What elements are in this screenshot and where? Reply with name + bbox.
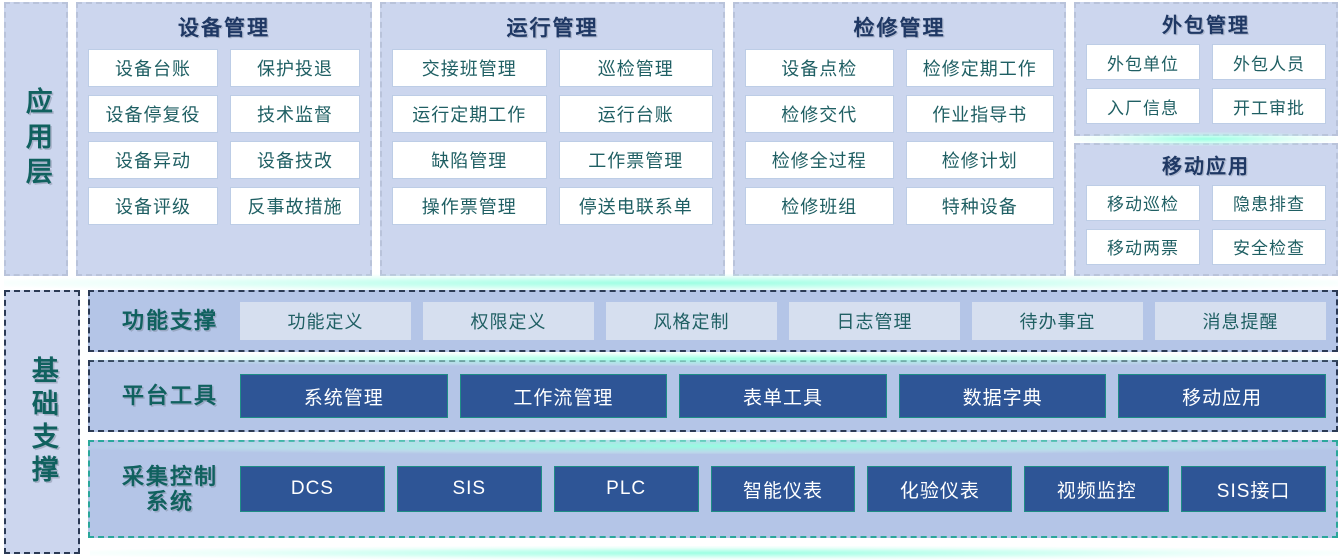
row-label-function-support: 功能支撑 [121, 308, 218, 334]
panel-outsourcing-management: 外包管理 外包单位 外包人员 入厂信息 开工审批 [1074, 2, 1338, 136]
tile-grid-mobile-application: 移动巡检 隐患排查 移动两票 安全检查 [1086, 184, 1326, 267]
tile-outsourcing-personnel[interactable]: 外包人员 [1212, 44, 1326, 80]
panel-maintenance-management: 检修管理 设备点检 检修定期工作 检修交代 作业指导书 检修全过程 检修计划 检… [733, 2, 1066, 276]
chip-sis-interface[interactable]: SIS接口 [1181, 466, 1327, 512]
tile-equipment-ledger[interactable]: 设备台账 [88, 49, 218, 87]
application-layer-label: 应用层 [4, 2, 68, 276]
chip-mobile-application[interactable]: 移动应用 [1118, 374, 1326, 418]
row-function-support: 功能支撑 功能定义 权限定义 风格定制 日志管理 待办事宜 消息提醒 [88, 290, 1338, 352]
chip-sis[interactable]: SIS [396, 466, 542, 512]
panel-equipment-management: 设备管理 设备台账 保护投退 设备停复役 技术监督 设备异动 设备技改 设备评级… [76, 2, 372, 276]
tile-technical-supervision[interactable]: 技术监督 [230, 95, 360, 133]
tile-operation-ticket-management[interactable]: 操作票管理 [392, 187, 547, 225]
tile-operation-ledger[interactable]: 运行台账 [558, 95, 713, 133]
chip-data-dictionary[interactable]: 数据字典 [898, 374, 1107, 418]
panel-title-maintenance-management: 检修管理 [853, 17, 946, 40]
application-layer-section: 应用层 设备管理 设备台账 保护投退 设备停复役 技术监督 设备异动 设备技改 … [4, 0, 1342, 282]
panel-mobile-application: 移动应用 移动巡检 隐患排查 移动两票 安全检查 [1074, 142, 1338, 276]
tile-safety-inspection[interactable]: 安全检查 [1212, 228, 1326, 265]
row-items-acquisition-control-system: DCS SIS PLC 智能仪表 化验仪表 视频监控 SIS接口 [240, 466, 1327, 512]
chip-lab-instrument[interactable]: 化验仪表 [867, 466, 1013, 512]
tile-equipment-outage-return[interactable]: 设备停复役 [88, 95, 218, 133]
tile-equipment-change[interactable]: 设备异动 [88, 141, 218, 179]
tile-equipment-spot-check[interactable]: 设备点检 [745, 49, 894, 87]
tile-maintenance-team[interactable]: 检修班组 [745, 187, 894, 225]
foundation-support-layer-label: 基础支撑 [4, 290, 80, 554]
tile-grid-outsourcing-management: 外包单位 外包人员 入厂信息 开工审批 [1086, 44, 1326, 126]
application-layer-label-text: 应用层 [21, 86, 52, 192]
chip-style-customization[interactable]: 风格定制 [606, 302, 777, 340]
tile-defect-management[interactable]: 缺陷管理 [392, 141, 547, 179]
tile-operation-periodic-work[interactable]: 运行定期工作 [392, 95, 547, 133]
chip-plc[interactable]: PLC [553, 466, 699, 512]
panel-title-outsourcing-management: 外包管理 [1162, 15, 1250, 37]
tile-special-equipment[interactable]: 特种设备 [905, 187, 1054, 225]
tile-equipment-retrofit[interactable]: 设备技改 [230, 141, 360, 179]
row-label-platform-tools: 平台工具 [121, 383, 218, 409]
tile-inspection-management[interactable]: 巡检管理 [558, 49, 713, 87]
tile-grid-maintenance-management: 设备点检 检修定期工作 检修交代 作业指导书 检修全过程 检修计划 检修班组 特… [745, 49, 1054, 264]
panel-title-operation-management: 运行管理 [506, 17, 599, 40]
chip-todo-items[interactable]: 待办事宜 [972, 302, 1143, 340]
application-panels: 设备管理 设备台账 保护投退 设备停复役 技术监督 设备异动 设备技改 设备评级… [68, 0, 1342, 282]
tile-maintenance-plan[interactable]: 检修计划 [905, 141, 1054, 179]
tile-work-instruction[interactable]: 作业指导书 [905, 95, 1054, 133]
chip-message-reminder[interactable]: 消息提醒 [1155, 302, 1326, 340]
panel-title-mobile-application: 移动应用 [1162, 155, 1250, 178]
foundation-support-rows: 功能支撑 功能定义 权限定义 风格定制 日志管理 待办事宜 消息提醒 平台工具 … [80, 288, 1342, 560]
tile-mobile-inspection[interactable]: 移动巡检 [1086, 184, 1200, 221]
chip-system-management[interactable]: 系统管理 [240, 374, 448, 418]
tile-anti-accident-measures[interactable]: 反事故措施 [230, 187, 360, 225]
tile-protection-switching[interactable]: 保护投退 [230, 49, 360, 87]
tile-outsourcing-unit[interactable]: 外包单位 [1086, 44, 1200, 80]
row-acquisition-control-system: 采集控制 系统 DCS SIS PLC 智能仪表 化验仪表 视频监控 SIS接口 [88, 440, 1338, 538]
row-label-acquisition-control-system: 采集控制 系统 [121, 463, 218, 514]
chip-form-tool[interactable]: 表单工具 [679, 374, 887, 418]
tile-shift-handover[interactable]: 交接班管理 [392, 49, 547, 87]
tile-grid-operation-management: 交接班管理 巡检管理 运行定期工作 运行台账 缺陷管理 工作票管理 操作票管理 … [392, 49, 713, 264]
row-items-function-support: 功能定义 权限定义 风格定制 日志管理 待办事宜 消息提醒 [240, 302, 1326, 340]
foundation-support-layer-label-text: 基础支撑 [27, 356, 58, 488]
chip-permission-definition[interactable]: 权限定义 [423, 302, 594, 340]
panel-operation-management: 运行管理 交接班管理 巡检管理 运行定期工作 运行台账 缺陷管理 工作票管理 操… [380, 2, 725, 276]
foundation-support-section: 基础支撑 功能支撑 功能定义 权限定义 风格定制 日志管理 待办事宜 消息提醒 … [0, 288, 1342, 560]
tile-plant-entry-info[interactable]: 入厂信息 [1086, 88, 1200, 124]
tile-grid-equipment-management: 设备台账 保护投退 设备停复役 技术监督 设备异动 设备技改 设备评级 反事故措… [88, 49, 360, 264]
tile-maintenance-handover[interactable]: 检修交代 [745, 95, 894, 133]
chip-function-definition[interactable]: 功能定义 [240, 302, 411, 340]
tile-work-ticket-management[interactable]: 工作票管理 [558, 141, 713, 179]
tile-equipment-rating[interactable]: 设备评级 [88, 187, 218, 225]
chip-video-surveillance[interactable]: 视频监控 [1024, 466, 1170, 512]
row-platform-tools: 平台工具 系统管理 工作流管理 表单工具 数据字典 移动应用 [88, 360, 1338, 432]
tile-maintenance-periodic-work[interactable]: 检修定期工作 [905, 49, 1054, 87]
chip-dcs[interactable]: DCS [240, 466, 385, 512]
tile-maintenance-full-process[interactable]: 检修全过程 [745, 141, 894, 179]
row-items-platform-tools: 系统管理 工作流管理 表单工具 数据字典 移动应用 [240, 374, 1326, 418]
chip-workflow-management[interactable]: 工作流管理 [459, 374, 668, 418]
tile-hazard-investigation[interactable]: 隐患排查 [1212, 184, 1326, 221]
panel-title-equipment-management: 设备管理 [178, 17, 270, 40]
tile-work-start-approval[interactable]: 开工审批 [1212, 88, 1326, 124]
chip-smart-instrument[interactable]: 智能仪表 [710, 466, 856, 512]
tile-power-outage-contact-form[interactable]: 停送电联系单 [558, 187, 713, 225]
right-panel-stack: 外包管理 外包单位 外包人员 入厂信息 开工审批 移动应用 移动巡检 隐患排查 … [1074, 2, 1338, 276]
tile-mobile-two-tickets[interactable]: 移动两票 [1086, 228, 1200, 265]
chip-log-management[interactable]: 日志管理 [789, 302, 960, 340]
